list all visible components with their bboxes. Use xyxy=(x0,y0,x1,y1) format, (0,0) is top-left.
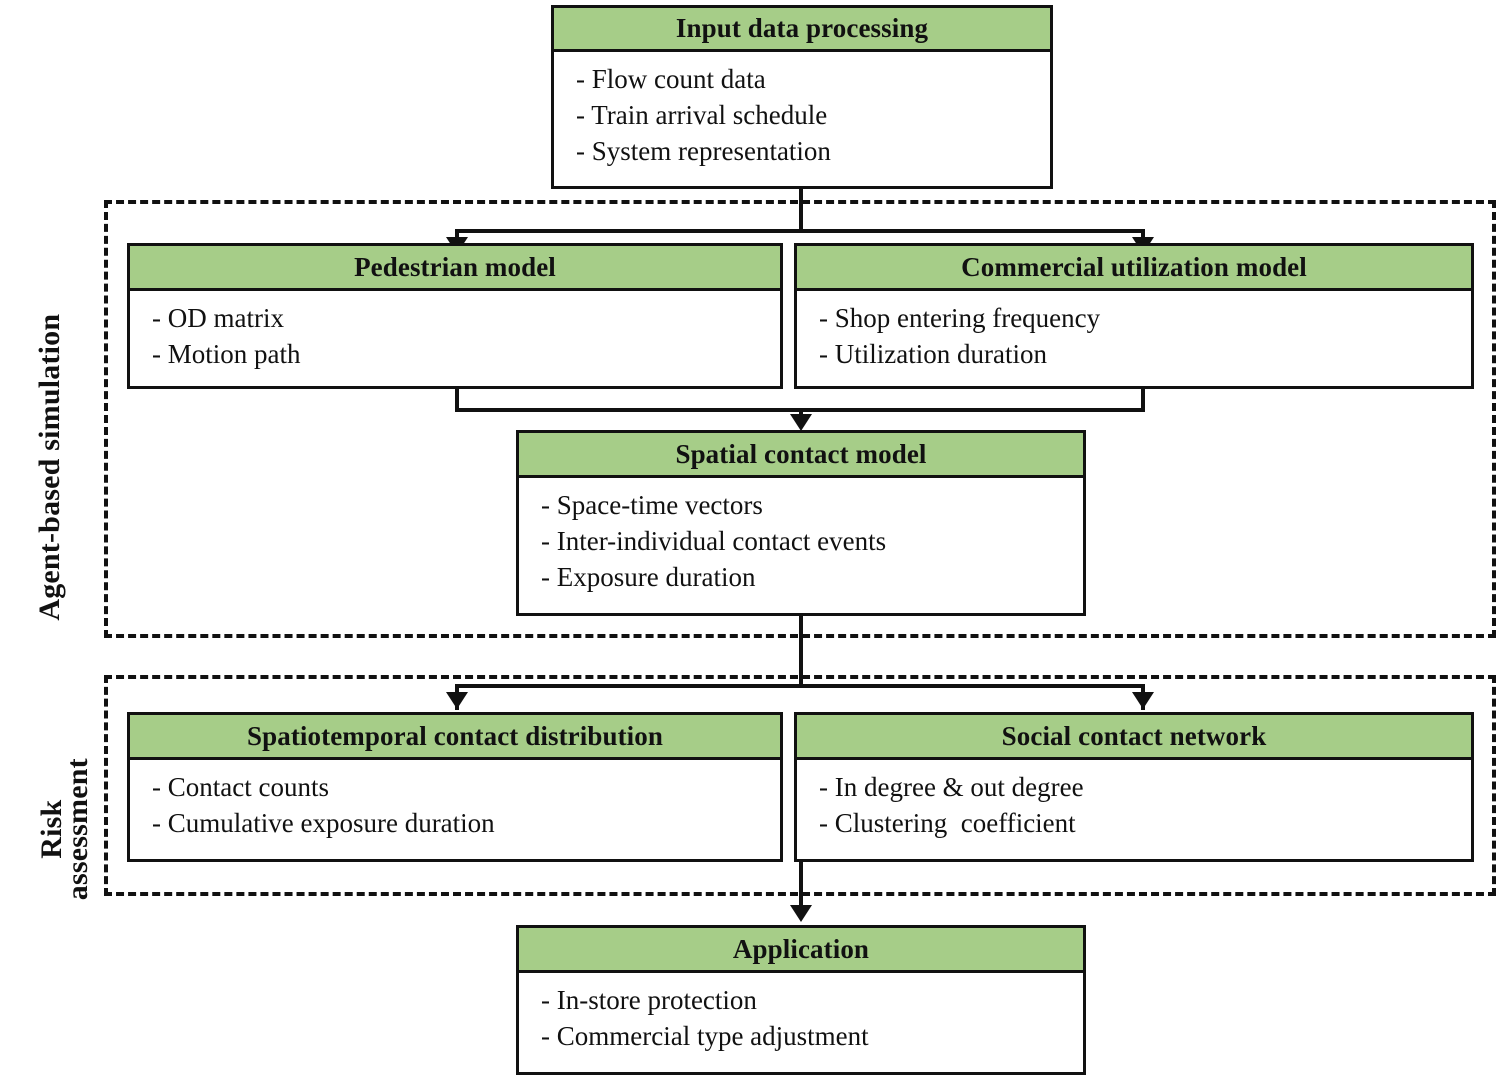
node-application[interactable]: Application - In-store protection - Comm… xyxy=(516,925,1086,1075)
list-item: - Shop entering frequency xyxy=(819,303,1101,333)
list-item: - Train arrival schedule xyxy=(576,100,828,131)
node-application-title: Application xyxy=(519,928,1083,973)
list-item: - Exposure duration xyxy=(541,562,756,593)
connector-spatial-stem xyxy=(799,613,803,688)
list-item: - Commercial type adjustment xyxy=(541,1021,869,1052)
connector-pedestrian-stem xyxy=(455,386,459,412)
arrow-to-spatiotemporal xyxy=(446,692,468,709)
side-label-agent-based-simulation: Agent-based simulation xyxy=(0,314,230,621)
node-pedestrian-model[interactable]: Pedestrian model - OD matrix - Motion pa… xyxy=(127,243,783,389)
connector-input-stem xyxy=(799,188,803,231)
node-commercial-utilization-model[interactable]: Commercial utilization model - Shop ente… xyxy=(794,243,1474,389)
list-item: - OD matrix xyxy=(152,303,284,333)
node-pedestrian-model-body: - OD matrix - Motion path xyxy=(130,291,780,372)
list-item: - In degree & out degree xyxy=(819,772,1084,802)
side-label-agent-based-simulation-text: Agent-based simulation xyxy=(32,313,66,621)
list-item: - Flow count data xyxy=(576,64,766,94)
connector-split-bar-top xyxy=(455,229,1145,233)
arrow-to-application xyxy=(790,905,812,922)
node-spatial-contact-model[interactable]: Spatial contact model - Space-time vecto… xyxy=(516,430,1086,616)
node-spatial-contact-model-body: - Space-time vectors - Inter-individual … xyxy=(519,478,1083,596)
list-item: - Space-time vectors xyxy=(541,490,763,520)
arrow-to-spatial xyxy=(790,414,812,431)
list-item: - Motion path xyxy=(152,339,301,370)
list-item: - Utilization duration xyxy=(819,339,1047,370)
node-input-data-processing[interactable]: Input data processing - Flow count data … xyxy=(551,5,1053,189)
list-item: - In-store protection xyxy=(541,985,757,1015)
node-spatial-contact-model-title: Spatial contact model xyxy=(519,433,1083,478)
node-commercial-utilization-model-title: Commercial utilization model xyxy=(797,246,1471,291)
node-spatiotemporal-contact-distribution-body: - Contact counts - Cumulative exposure d… xyxy=(130,760,780,841)
node-spatiotemporal-contact-distribution[interactable]: Spatiotemporal contact distribution - Co… xyxy=(127,712,783,862)
list-item: - Clustering coefficient xyxy=(819,808,1076,839)
node-social-contact-network-body: - In degree & out degree - Clustering co… xyxy=(797,760,1471,841)
node-spatiotemporal-contact-distribution-title: Spatiotemporal contact distribution xyxy=(130,715,780,760)
node-application-body: - In-store protection - Commercial type … xyxy=(519,973,1083,1054)
node-input-data-processing-title: Input data processing xyxy=(554,8,1050,52)
list-item: - System representation xyxy=(576,136,831,167)
node-pedestrian-model-title: Pedestrian model xyxy=(130,246,780,291)
node-social-contact-network[interactable]: Social contact network - In degree & out… xyxy=(794,712,1474,862)
arrow-to-social xyxy=(1132,692,1154,709)
list-item: - Contact counts xyxy=(152,772,329,802)
side-label-risk-assessment-line2: assessment xyxy=(60,757,94,900)
connector-split-bar-bottom xyxy=(455,684,1145,688)
node-social-contact-network-title: Social contact network xyxy=(797,715,1471,760)
connector-commercial-stem xyxy=(1141,386,1145,412)
list-item: - Cumulative exposure duration xyxy=(152,808,495,839)
connector-to-application xyxy=(799,862,803,918)
node-commercial-utilization-model-body: - Shop entering frequency - Utilization … xyxy=(797,291,1471,372)
node-input-data-processing-body: - Flow count data - Train arrival schedu… xyxy=(554,52,1050,170)
list-item: - Inter-individual contact events xyxy=(541,526,887,557)
